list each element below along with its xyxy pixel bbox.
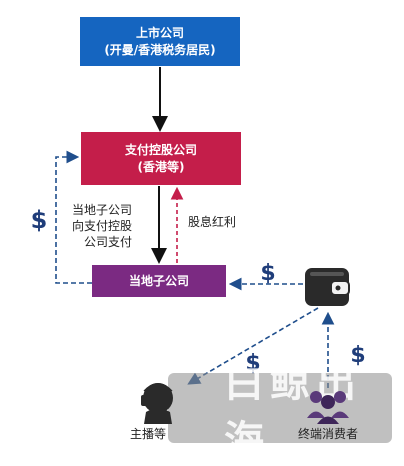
svg-text:$: $ <box>245 351 260 376</box>
local-subsidiary-box: 当地子公司 <box>92 265 226 297</box>
wallet-icon <box>305 268 350 306</box>
payment-holding-subtitle: (香港等) <box>137 159 185 174</box>
payment-holding-title: 支付控股公司 <box>124 143 197 158</box>
listed-company-box: 上市公司 (开曼/香港税务居民) <box>80 17 240 66</box>
arrow-sub-pays-holding <box>55 150 92 284</box>
subsidiary-payment-label: 当地子公司 向支付控股 公司支付 <box>62 202 132 251</box>
svg-text:$: $ <box>31 206 48 234</box>
watermark: 白鲸出海 <box>168 360 392 464</box>
arrow-wallet-to-anchor <box>187 307 319 385</box>
subsidiary-payment-line: 当地子公司 <box>71 203 132 217</box>
payment-holding-box: 支付控股公司 (香港等) <box>81 132 241 185</box>
listed-company-subtitle: (开曼/香港税务居民) <box>104 42 216 57</box>
consumer-label: 终端消费者 <box>298 427 359 441</box>
subsidiary-payment-line: 向支付控股 <box>71 219 132 234</box>
listed-company-title: 上市公司 <box>135 26 184 41</box>
dollar-icon: $ <box>245 351 260 376</box>
watermark-text: 白鲸出海 <box>224 360 362 464</box>
svg-text:$: $ <box>350 343 365 368</box>
svg-text:$: $ <box>260 261 275 286</box>
local-subsidiary-title: 当地子公司 <box>128 273 189 288</box>
consumer-group-icon <box>307 391 349 424</box>
anchor-label: 主播等 <box>130 427 167 441</box>
dollar-icon: $ <box>31 206 48 234</box>
anchor-person-icon <box>141 383 173 424</box>
dollar-icon: $ <box>350 343 365 368</box>
subsidiary-payment-line: 公司支付 <box>83 235 132 250</box>
dollar-icon: $ <box>260 261 275 286</box>
dividend-label: 股息红利 <box>188 215 237 229</box>
